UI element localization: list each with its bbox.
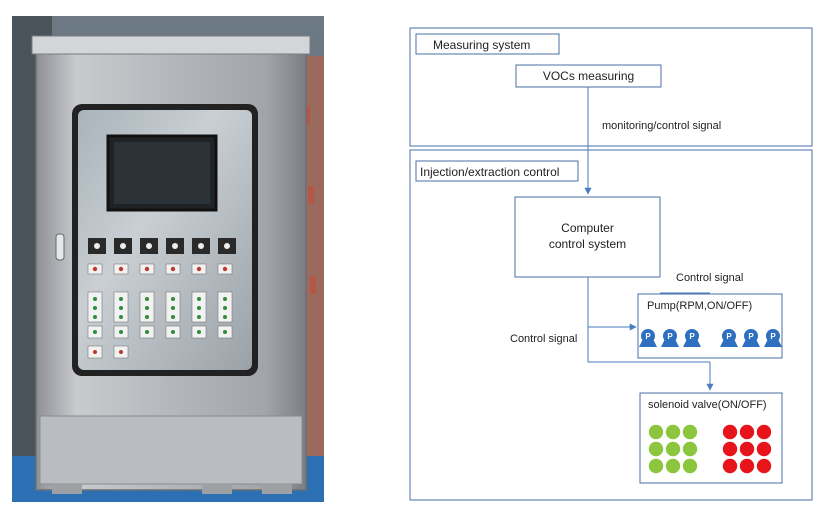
injection-control-tab <box>415 160 579 182</box>
valve-red-icon <box>739 458 755 474</box>
valve-red-icon <box>722 441 738 457</box>
injection-control-label: Injection/extraction control <box>420 165 559 179</box>
valve-red-icon <box>756 424 772 440</box>
pump-icon: P <box>683 329 701 347</box>
valve-red-icon <box>756 441 772 457</box>
pump-icon: P <box>661 329 679 347</box>
control-cabinet-photo <box>12 16 324 502</box>
pump-icon-letter: P <box>645 332 651 341</box>
injection-control-box <box>409 149 813 501</box>
valve-red-icon <box>739 424 755 440</box>
valve-green-icon <box>682 458 698 474</box>
valve-green-icon <box>665 441 681 457</box>
control-signal-left-label: Control signal <box>510 333 577 345</box>
computer-label-line2: control system <box>549 237 626 251</box>
valve-green-icon <box>682 424 698 440</box>
pump-box <box>637 293 783 359</box>
pump-icon-letter: P <box>726 332 732 341</box>
control-signal-right-label: Control signal <box>676 272 743 284</box>
pump-icon-letter: P <box>748 332 754 341</box>
solenoid-label: solenoid valve(ON/OFF) <box>648 399 767 411</box>
valve-icons <box>648 424 772 474</box>
valve-red-icon <box>739 441 755 457</box>
valve-red-icon <box>756 458 772 474</box>
monitoring-signal-label: monitoring/control signal <box>602 120 721 132</box>
valve-green-icon <box>665 458 681 474</box>
indicator-buttons <box>87 263 233 359</box>
valve-green-icon <box>648 458 664 474</box>
measuring-system-tab <box>415 33 560 55</box>
pump-icon-letter: P <box>770 332 776 341</box>
pump-icon: P <box>764 329 782 347</box>
pump-icon: P <box>639 329 657 347</box>
pump-icon: P <box>720 329 738 347</box>
computer-control-box <box>514 196 661 278</box>
pump-icon-letter: P <box>689 332 695 341</box>
valve-green-icon <box>648 424 664 440</box>
computer-label-line1: Computer <box>561 221 614 235</box>
valve-green-icon <box>648 441 664 457</box>
dial-row <box>88 238 236 254</box>
valve-green-icon <box>665 424 681 440</box>
measuring-system-box <box>409 27 813 147</box>
valve-green-icon <box>682 441 698 457</box>
valve-red-icon <box>722 458 738 474</box>
valve-red-icon <box>722 424 738 440</box>
pump-label: Pump(RPM,ON/OFF) <box>647 300 752 312</box>
control-system-diagram: Measuring system VOCs measuring monitori… <box>409 27 813 501</box>
measuring-system-label: Measuring system <box>433 38 530 52</box>
pump-icon: P <box>742 329 760 347</box>
pump-icon-letter: P <box>667 332 673 341</box>
vocs-measuring-label: VOCs measuring <box>543 69 634 83</box>
